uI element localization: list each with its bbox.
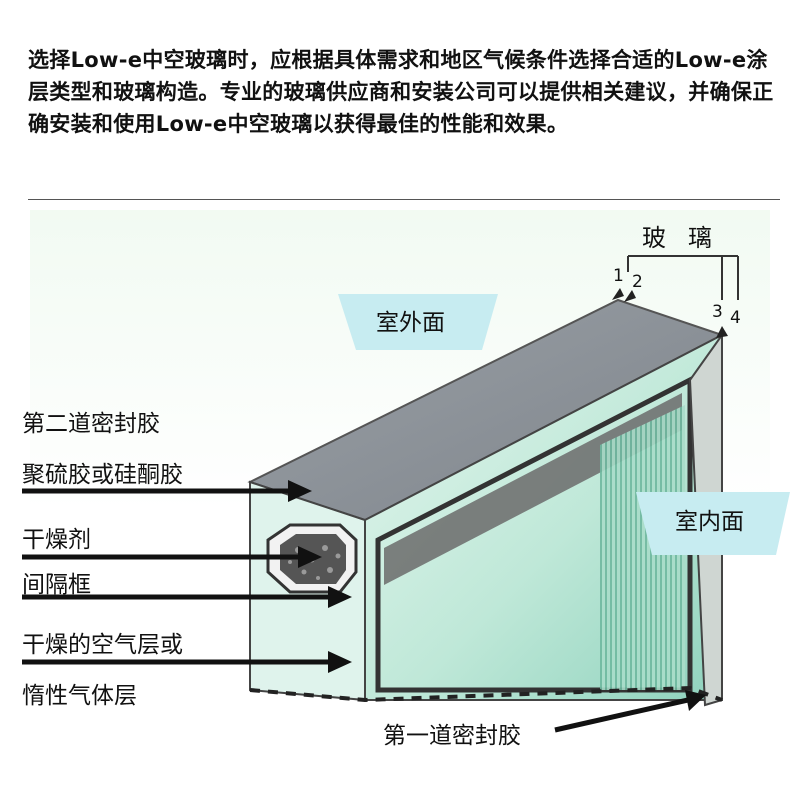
intro-paragraph: 选择Low-e中空玻璃时，应根据具体需求和地区气候条件选择合适的Low-e涂层类… bbox=[28, 48, 774, 136]
glass-label: 玻璃 bbox=[642, 224, 734, 252]
inner-spacer-edge bbox=[384, 393, 682, 585]
indoor-tag: 室内面 bbox=[675, 509, 744, 535]
surface-number-4: 4 bbox=[730, 308, 741, 328]
secondary-seal-material-label: 聚硫胶或硅酮胶 bbox=[22, 462, 183, 488]
outdoor-tag-shape bbox=[338, 294, 498, 350]
label-arrows bbox=[22, 480, 706, 733]
reflection-stripes bbox=[600, 405, 685, 690]
surface-number-1: 1 bbox=[613, 266, 624, 286]
primary-seal-label: 第一道密封胶 bbox=[383, 723, 521, 749]
inert-gas-layer-label: 惰性气体层 bbox=[22, 683, 137, 709]
divider-line bbox=[28, 199, 780, 200]
surface-number-2: 2 bbox=[632, 272, 643, 292]
primary-seal-dashes bbox=[249, 685, 723, 703]
glass-bracket bbox=[627, 255, 739, 300]
air-layer-label: 干燥的空气层或 bbox=[22, 632, 183, 658]
outdoor-tag: 室外面 bbox=[376, 310, 445, 336]
spacer-frame-label: 间隔框 bbox=[22, 572, 91, 598]
desiccant-label: 干燥剂 bbox=[22, 527, 91, 553]
indoor-tag-shape bbox=[636, 492, 790, 555]
glass-surface-arrows bbox=[612, 288, 728, 338]
secondary-seal-label: 第二道密封胶 bbox=[22, 411, 160, 437]
surface-number-3: 3 bbox=[712, 302, 723, 322]
